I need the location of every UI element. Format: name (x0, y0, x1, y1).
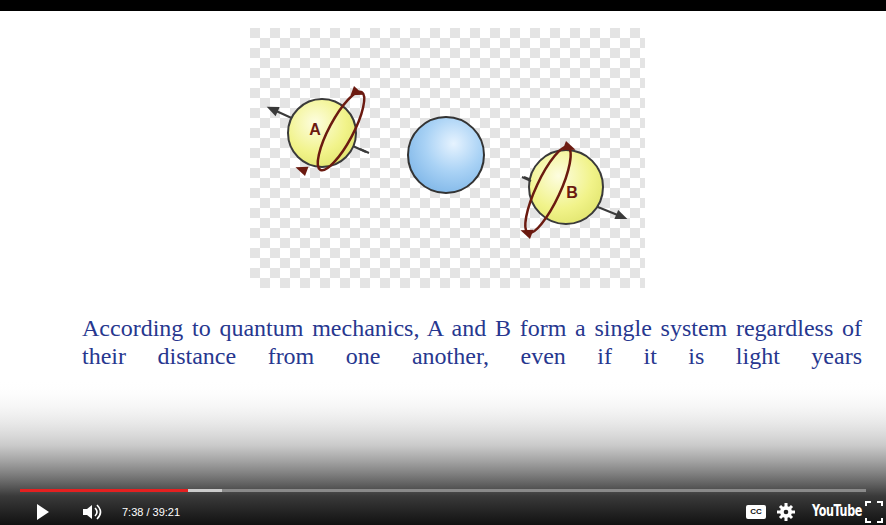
axis-stub (522, 177, 531, 181)
spin-particle: B (528, 149, 604, 225)
fullscreen-icon (866, 502, 882, 522)
ring-arrowhead (521, 230, 534, 239)
central-sphere (408, 117, 484, 193)
play-icon (37, 504, 49, 520)
axis-stub (360, 149, 369, 153)
progress-buffer (20, 489, 222, 492)
spin-ring (517, 142, 578, 237)
particle-circle (288, 99, 356, 167)
caption-text: According to quantum mechanics, A and B … (82, 314, 862, 370)
top-bar (0, 0, 886, 11)
volume-waves (95, 505, 101, 519)
spin-axis (524, 177, 620, 216)
ring-arrowhead (563, 141, 576, 150)
progress-played (20, 489, 188, 492)
ring-arrowhead (351, 86, 364, 95)
axis-arrowhead (614, 210, 627, 219)
cc-label: CC (750, 508, 762, 516)
progress-track (20, 489, 866, 492)
player-shade (0, 380, 886, 525)
particle-label: A (309, 122, 321, 138)
spin-particle: A (286, 97, 358, 169)
cc-box (746, 505, 766, 519)
axis-arrowhead (267, 107, 280, 117)
time-display: 7:38 / 39:21 (122, 507, 180, 518)
volume-icon (83, 505, 92, 519)
particle-label: B (566, 185, 578, 201)
particle-circle (529, 150, 603, 224)
checker-ground (250, 28, 645, 288)
settings-gear (777, 503, 795, 521)
ring-arrowhead (296, 167, 309, 176)
spin-axis (274, 110, 366, 152)
spin-ring (310, 87, 373, 176)
youtube-logo: YouTube (812, 504, 862, 519)
